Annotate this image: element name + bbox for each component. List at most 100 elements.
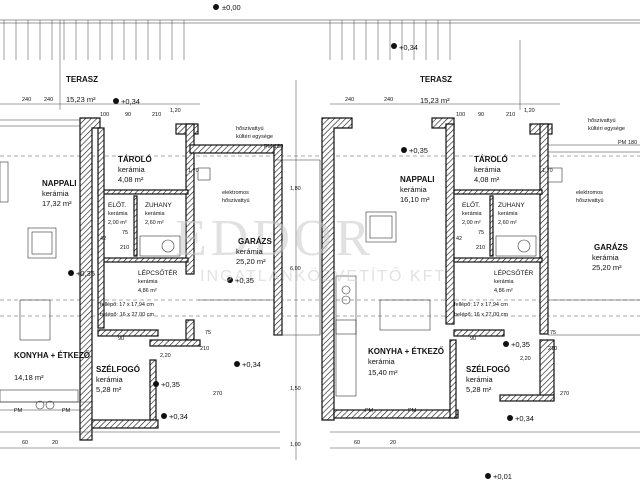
right-pm-1: PM (365, 408, 374, 414)
dim-75-b: 75 (205, 330, 211, 336)
right-living-area: 16,10 m² (400, 195, 430, 204)
left-living-name: NAPPALI (42, 179, 77, 188)
right-hall-name: ELŐT. (462, 200, 480, 209)
right-garage-name: GARÁZS (594, 243, 628, 252)
left-kitchen-area: 14,18 m² (14, 373, 44, 382)
dim-90-c: 90 (478, 112, 484, 118)
dim-20-a: 20 (52, 440, 58, 446)
right-shower-floor: kerámia (498, 211, 519, 217)
left-pm-1: PM (14, 408, 23, 414)
dim-210-f: 210 (548, 346, 557, 352)
level-left-living: +0,35 (76, 269, 95, 278)
dim-210-a: 210 (152, 112, 161, 118)
left-kitchen-name: KONYHA + ÉTKEZŐ (14, 351, 90, 360)
level-right-stair: +0,35 (511, 340, 530, 349)
left-terrace-area: 15,23 m² (66, 95, 96, 104)
right-room-labels: TERASZ 15,23 m² NAPPALI kerámia 16,10 m²… (368, 75, 628, 394)
right-heatpump-outdoor-line1: hőszivattyú (588, 118, 616, 124)
watermark-sub: INGATLANKÖZVETÍTŐ KFT (200, 266, 446, 285)
right-vestibule-area: 5,28 m² (466, 385, 492, 394)
equipment-notes: hőszivattyú kültéri egysége hőszivattyú … (14, 118, 637, 414)
left-storage-name: TÁROLÓ (118, 155, 152, 164)
dim-600-a: 6,00 (290, 266, 301, 272)
dim-100-a: 100 (100, 112, 109, 118)
right-terrace-area: 15,23 m² (420, 96, 450, 105)
left-step-tread: belépő: 16 x 27,00 cm (100, 312, 155, 318)
right-living-name: NAPPALI (400, 175, 435, 184)
dim-90-b: 90 (118, 336, 124, 342)
left-step-rise: fellépő: 17 x 17,94 cm (100, 302, 154, 308)
level-left-door: +0,34 (169, 412, 188, 421)
dim-220-a: 2,20 (160, 353, 171, 359)
right-pm-garage: PM (618, 140, 627, 146)
left-electric-heatpump-line1: elektromos (222, 190, 249, 196)
level-left-entry: +0,34 (242, 360, 261, 369)
pergola (3, 20, 451, 60)
level-left-terrace: +0,34 (121, 97, 140, 106)
dim-20-b: 20 (390, 440, 396, 446)
dim-210-c: 210 (200, 346, 209, 352)
dim-150-a: 1,50 (290, 386, 301, 392)
right-kitchen-name: KONYHA + ÉTKEZŐ (368, 347, 444, 356)
dim-240-a: 240 (22, 97, 31, 103)
left-heatpump-outdoor-line2: kültéri egysége (236, 134, 273, 140)
level-right-door: +0,34 (515, 414, 534, 423)
dim-60-a: 60 (22, 440, 28, 446)
dim-220-b: 2,20 (520, 356, 531, 362)
left-dimensions (0, 20, 640, 460)
watermark-main: EDDOR (175, 210, 374, 267)
right-heatpump-outdoor-line2: kültéri egysége (588, 126, 625, 132)
right-stair-floor: kerámia (494, 279, 515, 285)
right-shower-name: ZUHANY (498, 202, 525, 209)
left-stair-name: LÉPCSŐTÉR (138, 268, 178, 277)
left-garage-area: 25,20 m² (236, 257, 266, 266)
dim-210-b: 210 (120, 245, 129, 251)
left-pm-2: PM (62, 408, 71, 414)
left-heatpump-outdoor-line1: hőszivattyú (236, 126, 264, 132)
right-vestibule-name: SZÉLFOGÓ (466, 365, 510, 374)
right-pm-180: 180 (628, 140, 637, 146)
right-terrace-name: TERASZ (420, 75, 452, 84)
left-living-floor: kerámia (42, 189, 70, 198)
right-vestibule-floor: kerámia (466, 375, 494, 384)
dim-100-c: 100 (456, 112, 465, 118)
dim-90-a: 90 (125, 112, 131, 118)
left-hall-floor: kerámia (108, 211, 129, 217)
left-storage-area: 4,08 m² (118, 175, 144, 184)
left-shower-area: 2,60 m² (145, 220, 164, 226)
dim-170-a: 1,70 (188, 168, 199, 174)
dim-75-a: 75 (122, 230, 128, 236)
left-vestibule-area: 5,28 m² (96, 385, 122, 394)
left-vestibule-floor: kerámia (96, 375, 124, 384)
right-storage-floor: kerámia (474, 165, 502, 174)
level-zero: ±0,00 (222, 3, 241, 12)
left-stair-area: 4,86 m² (138, 288, 157, 294)
left-hall-name: ELŐT. (108, 200, 126, 209)
dim-42-a: 42 (100, 236, 106, 242)
right-garage-floor: kerámia (592, 253, 620, 262)
left-hall-area: 2,00 m² (108, 220, 127, 226)
dim-60-b: 60 (354, 440, 360, 446)
level-markers (68, 4, 513, 479)
dim-210-e: 210 (476, 245, 485, 251)
dim-42-b: 42 (456, 236, 462, 242)
dim-75-c: 75 (478, 230, 484, 236)
left-terrace-name: TERASZ (66, 75, 98, 84)
right-storage-area: 4,08 m² (474, 175, 500, 184)
dim-100-b: 1,00 (290, 442, 301, 448)
dim-180-a: 1,80 (290, 186, 301, 192)
level-left-vestibule: +0,35 (161, 380, 180, 389)
right-stair-name: LÉPCSŐTÉR (494, 268, 534, 277)
dimension-texts: 240 240 100 90 210 1,20 1,70 42 75 210 9… (22, 97, 569, 448)
level-right-bottom: +0,01 (493, 472, 512, 480)
dim-240-c: 240 (345, 97, 354, 103)
dim-210-d: 210 (506, 112, 515, 118)
left-electric-heatpump-line2: hőszivattyú (222, 198, 250, 204)
right-shower-area: 2,60 m² (498, 220, 517, 226)
left-shower-name: ZUHANY (145, 202, 172, 209)
dim-90-d: 90 (470, 336, 476, 342)
level-right-living: +0,35 (409, 146, 428, 155)
right-unit-walls (321, 117, 640, 421)
right-hall-area: 2,00 m² (462, 220, 481, 226)
